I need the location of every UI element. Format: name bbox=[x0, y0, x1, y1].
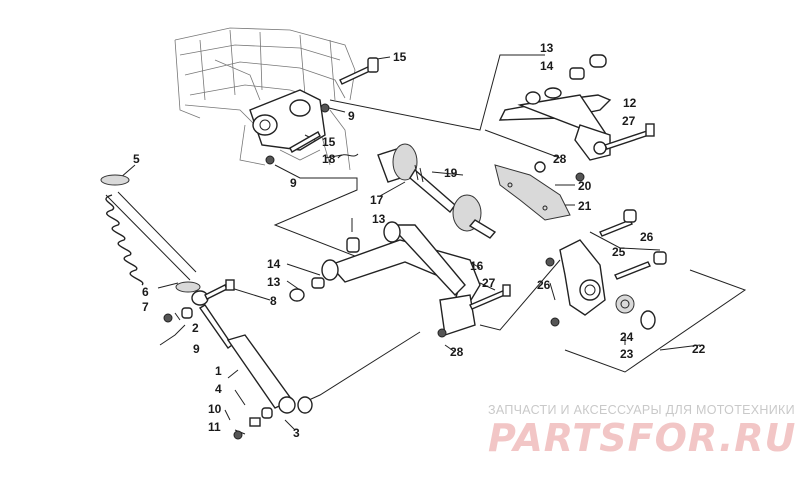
cv-axle bbox=[377, 143, 497, 239]
label-3: 3 bbox=[293, 426, 300, 440]
label-17: 17 bbox=[370, 193, 384, 207]
label-5: 5 bbox=[133, 152, 140, 166]
label-12: 12 bbox=[623, 96, 637, 110]
bolt-27-upper bbox=[604, 123, 655, 150]
label-13-top: 13 bbox=[540, 41, 554, 55]
label-16: 16 bbox=[470, 259, 484, 273]
nut-28-lower bbox=[437, 328, 447, 338]
label-14-top: 14 bbox=[540, 59, 554, 73]
label-18: 18 bbox=[322, 152, 336, 166]
retaining-ring bbox=[640, 310, 656, 330]
label-28-upper: 28 bbox=[553, 152, 567, 166]
label-9-upper: 9 bbox=[348, 109, 355, 123]
label-22: 22 bbox=[692, 342, 706, 356]
shock-hardware bbox=[163, 279, 313, 440]
label-9-lower: 9 bbox=[290, 176, 297, 190]
watermark-tagline: ЗАПЧАСТИ И АКСЕССУАРЫ ДЛЯ МОТОТЕХНИКИ bbox=[488, 403, 795, 417]
label-20: 20 bbox=[578, 179, 592, 193]
lower-a-arm bbox=[321, 221, 481, 336]
label-19: 19 bbox=[444, 166, 458, 180]
label-23: 23 bbox=[620, 347, 634, 361]
label-9-left: 9 bbox=[193, 342, 200, 356]
knuckle bbox=[545, 239, 606, 327]
label-13-left: 13 bbox=[267, 275, 281, 289]
label-8: 8 bbox=[270, 294, 277, 308]
bolt-27-lower bbox=[469, 284, 511, 310]
bearing bbox=[615, 294, 635, 314]
label-26-right: 26 bbox=[640, 230, 654, 244]
label-15-mid: 15 bbox=[322, 135, 336, 149]
label-15-top: 15 bbox=[393, 50, 407, 64]
label-11: 11 bbox=[208, 420, 221, 434]
label-14-left: 14 bbox=[267, 257, 281, 271]
label-2: 2 bbox=[192, 321, 199, 335]
part-labels: 1 2 3 4 5 6 7 8 9 9 9 10 11 12 13 13 13 … bbox=[133, 41, 706, 440]
knuckle-bolts bbox=[599, 209, 667, 280]
frame-bolts bbox=[265, 57, 379, 165]
label-27-upper: 27 bbox=[622, 114, 636, 128]
leader-lines bbox=[119, 54, 747, 435]
label-7: 7 bbox=[142, 300, 149, 314]
differential-housing bbox=[249, 89, 326, 151]
label-27-lower: 27 bbox=[482, 276, 496, 290]
washer-20 bbox=[534, 161, 546, 173]
label-21: 21 bbox=[578, 199, 592, 213]
watermark-brand: PARTSFOR.RU bbox=[488, 416, 797, 460]
label-10: 10 bbox=[208, 402, 222, 416]
lower-bushings bbox=[289, 237, 360, 302]
label-13-mid: 13 bbox=[372, 212, 386, 226]
label-6: 6 bbox=[142, 285, 149, 299]
label-26-left: 26 bbox=[537, 278, 551, 292]
shock-spring bbox=[100, 174, 296, 414]
label-25: 25 bbox=[612, 245, 626, 259]
label-4: 4 bbox=[215, 382, 222, 396]
label-24: 24 bbox=[620, 330, 634, 344]
upper-bushings bbox=[525, 54, 607, 105]
label-1: 1 bbox=[215, 364, 222, 378]
nut-28-upper bbox=[575, 172, 585, 182]
cv-guard bbox=[494, 164, 571, 221]
label-28-lower: 28 bbox=[450, 345, 464, 359]
upper-a-arm bbox=[498, 94, 612, 161]
